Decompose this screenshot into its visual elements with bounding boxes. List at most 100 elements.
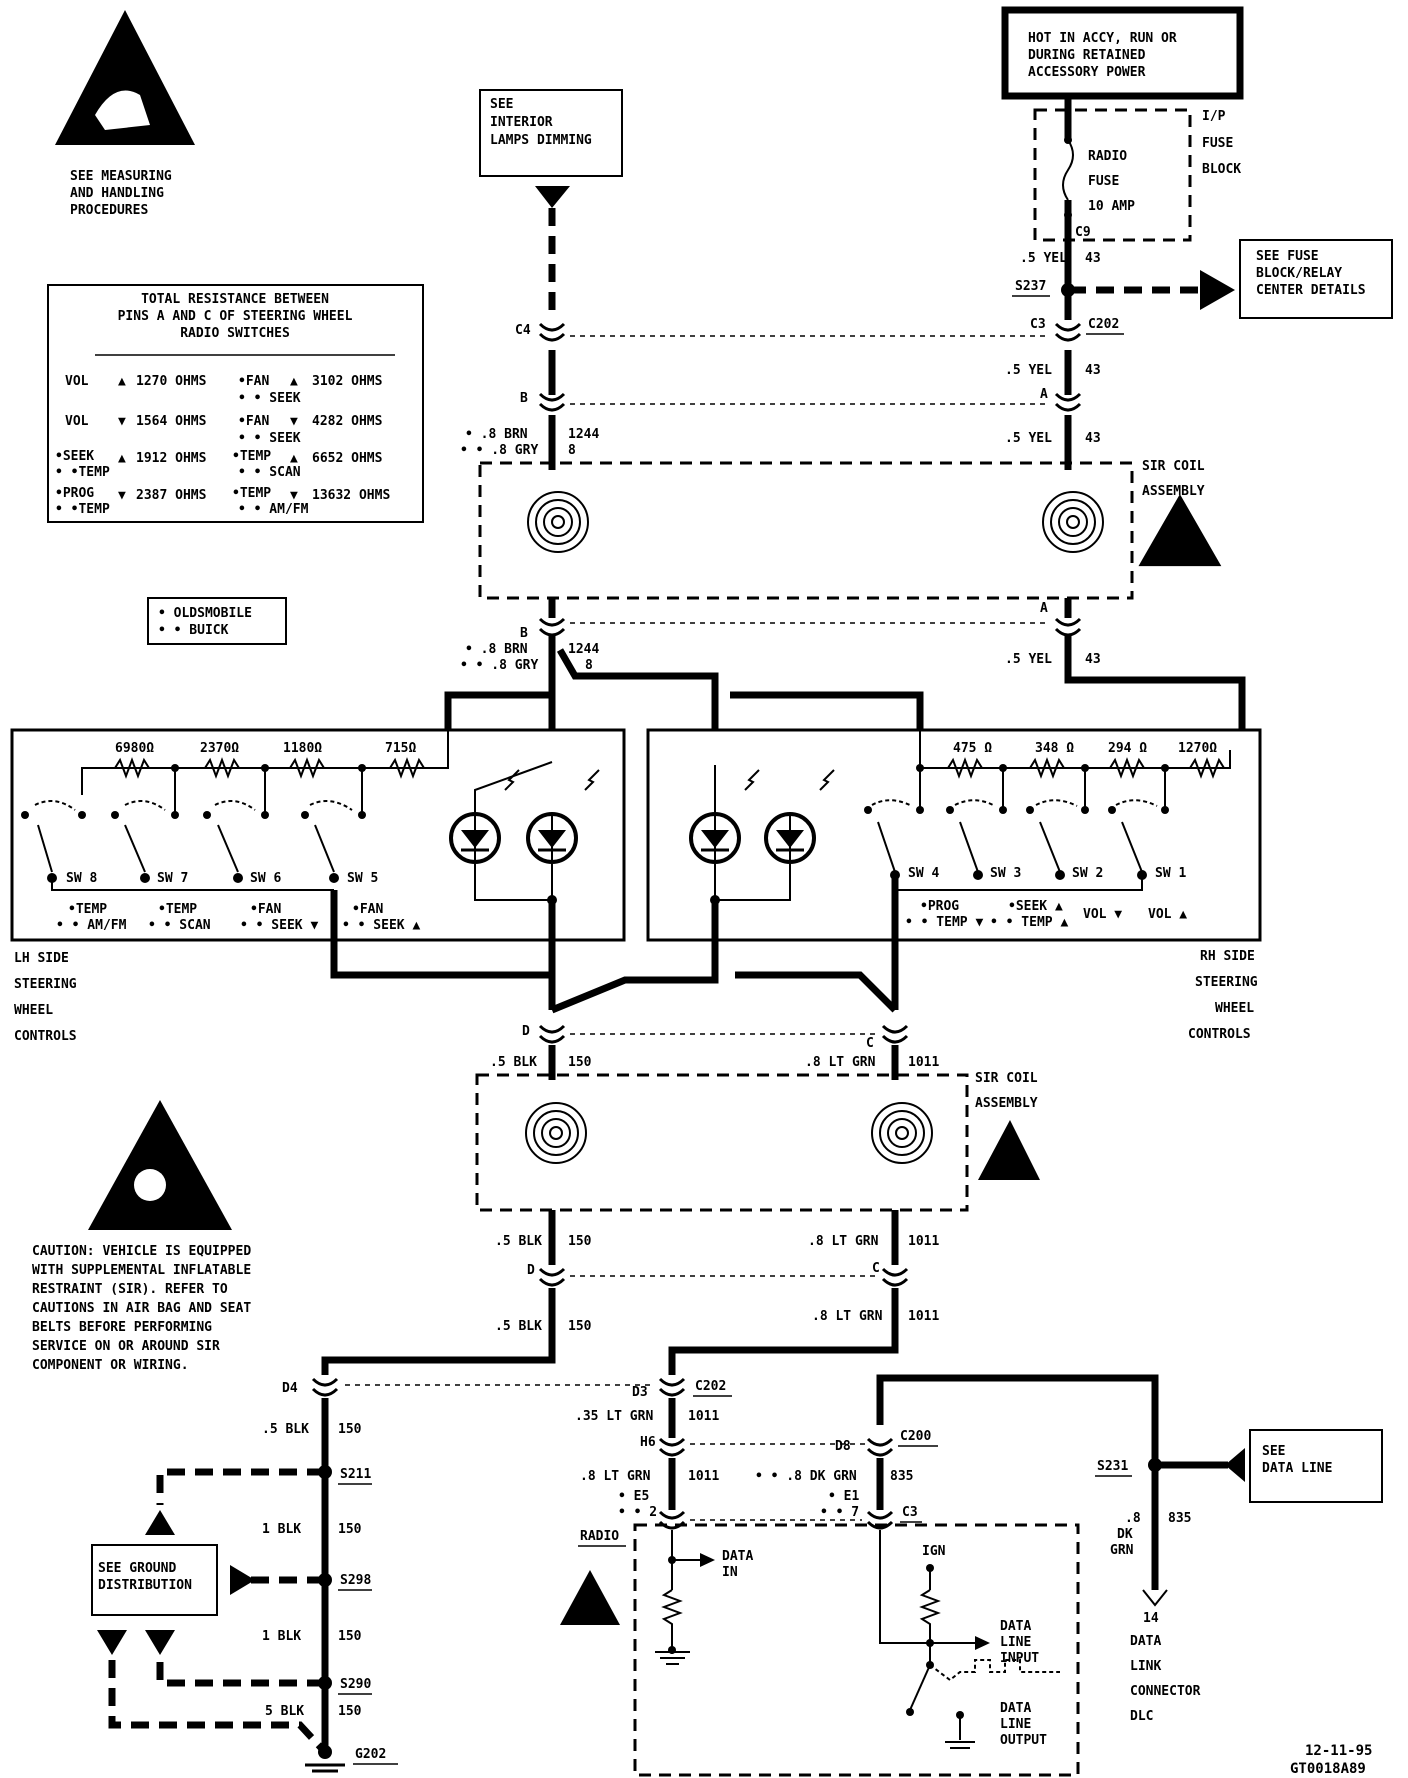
table-title: TOTAL RESISTANCE BETWEEN xyxy=(141,292,329,307)
svg-text:S290: S290 xyxy=(340,1677,371,1692)
footer-code: GT0018A89 xyxy=(1290,1761,1366,1777)
svg-text:CAUTION: VEHICLE IS EQUIPPED: CAUTION: VEHICLE IS EQUIPPED xyxy=(32,1244,251,1259)
svg-text:14: 14 xyxy=(1143,1611,1159,1626)
svg-text:▲: ▲ xyxy=(290,374,298,389)
svg-text:D: D xyxy=(527,1263,535,1278)
svg-text:G202: G202 xyxy=(355,1747,386,1762)
svg-text:1011: 1011 xyxy=(908,1309,939,1324)
svg-text:VOL ▲: VOL ▲ xyxy=(1148,907,1187,922)
svg-text:150: 150 xyxy=(568,1234,592,1249)
svg-text:1 BLK: 1 BLK xyxy=(262,1522,301,1537)
svg-text:SW 3: SW 3 xyxy=(990,866,1021,881)
svg-text:1912 OHMS: 1912 OHMS xyxy=(136,451,207,466)
svg-text:1011: 1011 xyxy=(908,1234,939,1249)
svg-text:SW 7: SW 7 xyxy=(157,871,188,886)
svg-text:A: A xyxy=(1040,387,1048,402)
svg-text:.35 LT GRN: .35 LT GRN xyxy=(575,1409,653,1424)
svg-text:.8: .8 xyxy=(1125,1511,1141,1526)
svg-text:.8 LT GRN: .8 LT GRN xyxy=(812,1309,883,1324)
svg-text:150: 150 xyxy=(568,1319,592,1334)
svg-text:835: 835 xyxy=(1168,1511,1191,1526)
svg-text:I/P: I/P xyxy=(1202,109,1226,124)
svg-text:RH SIDE: RH SIDE xyxy=(1200,949,1255,964)
svg-text:•FAN: •FAN xyxy=(352,902,383,917)
caution-note: CAUTION: VEHICLE IS EQUIPPED WITH SUPPLE… xyxy=(32,1244,251,1373)
svg-text:2387 OHMS: 2387 OHMS xyxy=(136,488,207,503)
svg-text:• • 7: • • 7 xyxy=(820,1505,859,1520)
svg-text:STEERING: STEERING xyxy=(14,977,77,992)
lh-led-pair xyxy=(449,761,600,905)
svg-text:SW 4: SW 4 xyxy=(908,866,939,881)
svg-text:▼: ▼ xyxy=(290,414,298,429)
svg-text:FUSE: FUSE xyxy=(1202,136,1233,151)
handling-note-line: AND HANDLING xyxy=(70,186,164,201)
footer-date: 12-11-95 xyxy=(1305,1743,1372,1759)
svg-text:ACCESSORY POWER: ACCESSORY POWER xyxy=(1028,65,1146,80)
table-title: RADIO SWITCHES xyxy=(180,326,290,341)
switch-sw7: SW 7 •TEMP • • SCAN xyxy=(111,800,211,933)
switch-sw4: SW 4 •PROG • • TEMP ▼ xyxy=(864,799,983,930)
svg-text:LINE: LINE xyxy=(1000,1717,1031,1732)
ground-wiring: D4 .5 BLK 150 S211 1 BLK 150 S298 1 BLK … xyxy=(97,1377,655,1773)
svg-text:•TEMP: •TEMP xyxy=(68,902,107,917)
svg-text:3102 OHMS: 3102 OHMS xyxy=(312,374,383,389)
svg-text:DK: DK xyxy=(1117,1527,1133,1542)
svg-text:6652 OHMS: 6652 OHMS xyxy=(312,451,383,466)
svg-text:D3: D3 xyxy=(632,1385,648,1400)
resistor-label: 6980Ω xyxy=(115,741,154,756)
svg-text:SIR COIL: SIR COIL xyxy=(975,1071,1038,1086)
svg-text:4282 OHMS: 4282 OHMS xyxy=(312,414,383,429)
svg-text:• .8 BRN: • .8 BRN xyxy=(465,642,528,657)
svg-text:• • .8 DK GRN: • • .8 DK GRN xyxy=(755,1469,857,1484)
svg-text:1011: 1011 xyxy=(688,1469,719,1484)
svg-text:DATA: DATA xyxy=(1130,1634,1161,1649)
svg-text:• • .8 GRY: • • .8 GRY xyxy=(460,443,538,458)
switch-sw8: SW 8 •TEMP • • AM/FM xyxy=(21,800,127,933)
upper-sir-coil: SIR COIL ASSEMBLY xyxy=(478,459,1222,600)
svg-text:DATA: DATA xyxy=(1000,1619,1031,1634)
svg-text:.5 BLK: .5 BLK xyxy=(262,1422,309,1437)
svg-text:1270 OHMS: 1270 OHMS xyxy=(136,374,207,389)
svg-text:1244: 1244 xyxy=(568,642,599,657)
svg-text:1011: 1011 xyxy=(688,1409,719,1424)
svg-text:SEE: SEE xyxy=(490,97,513,112)
svg-text:VOL: VOL xyxy=(65,414,89,429)
svg-text:• • TEMP ▲: • • TEMP ▲ xyxy=(990,915,1068,930)
table-row: •PROG • •TEMP ▼ 2387 OHMS •TEMP • • AM/F… xyxy=(55,486,390,517)
svg-text:150: 150 xyxy=(338,1704,362,1719)
switch-sw5: SW 5 •FAN • • SEEK ▲ xyxy=(301,800,420,933)
svg-text:SW 6: SW 6 xyxy=(250,871,281,886)
svg-text:.5 BLK: .5 BLK xyxy=(495,1234,542,1249)
svg-text:DATA: DATA xyxy=(1000,1701,1031,1716)
switch-sw6: SW 6 •FAN • • SEEK ▼ xyxy=(203,800,318,933)
svg-text:VOL ▼: VOL ▼ xyxy=(1083,907,1122,922)
svg-text:H6: H6 xyxy=(640,1435,656,1450)
svg-text:• • SEEK: • • SEEK xyxy=(238,391,301,406)
handling-note-line: SEE MEASURING xyxy=(70,169,172,184)
hot-box: HOT IN ACCY, RUN OR DURING RETAINED ACCE… xyxy=(1001,6,1244,100)
svg-text:RESTRAINT (SIR). REFER TO: RESTRAINT (SIR). REFER TO xyxy=(32,1282,228,1297)
svg-text:DLC: DLC xyxy=(1130,1709,1153,1724)
svg-text:.5 BLK: .5 BLK xyxy=(490,1055,537,1070)
svg-text:C3: C3 xyxy=(1030,317,1046,332)
svg-text:D: D xyxy=(522,1024,530,1039)
svg-text:RADIO: RADIO xyxy=(1088,149,1127,164)
top-wiring: .5 YEL 43 S237 C3 C202 C4 .5 YEL 43 B A … xyxy=(460,208,1124,470)
svg-text:• • 2: • • 2 xyxy=(618,1505,657,1520)
svg-text:B: B xyxy=(520,391,528,406)
svg-text:1 BLK: 1 BLK xyxy=(262,1629,301,1644)
svg-text:D4: D4 xyxy=(282,1381,298,1396)
radio-module: DATA IN IGN DATA LINE INPUT DATA LINE OU… xyxy=(633,1523,1080,1777)
svg-text:DURING RETAINED: DURING RETAINED xyxy=(1028,48,1146,63)
table-row: VOL ▼ 1564 OHMS •FAN • • SEEK ▼ 4282 OHM… xyxy=(65,414,383,446)
svg-text:•FAN: •FAN xyxy=(238,414,269,429)
svg-text:SEE FUSE: SEE FUSE xyxy=(1256,249,1319,264)
svg-text:•PROG: •PROG xyxy=(920,899,959,914)
resistance-table: TOTAL RESISTANCE BETWEEN PINS A AND C OF… xyxy=(47,284,424,523)
svg-text:D8: D8 xyxy=(835,1439,851,1454)
resistor-label: 475 Ω xyxy=(953,741,992,756)
svg-text:.8 LT GRN: .8 LT GRN xyxy=(580,1469,651,1484)
svg-text:•SEEK: •SEEK xyxy=(55,449,94,464)
svg-text:• • SEEK: • • SEEK xyxy=(238,431,301,446)
